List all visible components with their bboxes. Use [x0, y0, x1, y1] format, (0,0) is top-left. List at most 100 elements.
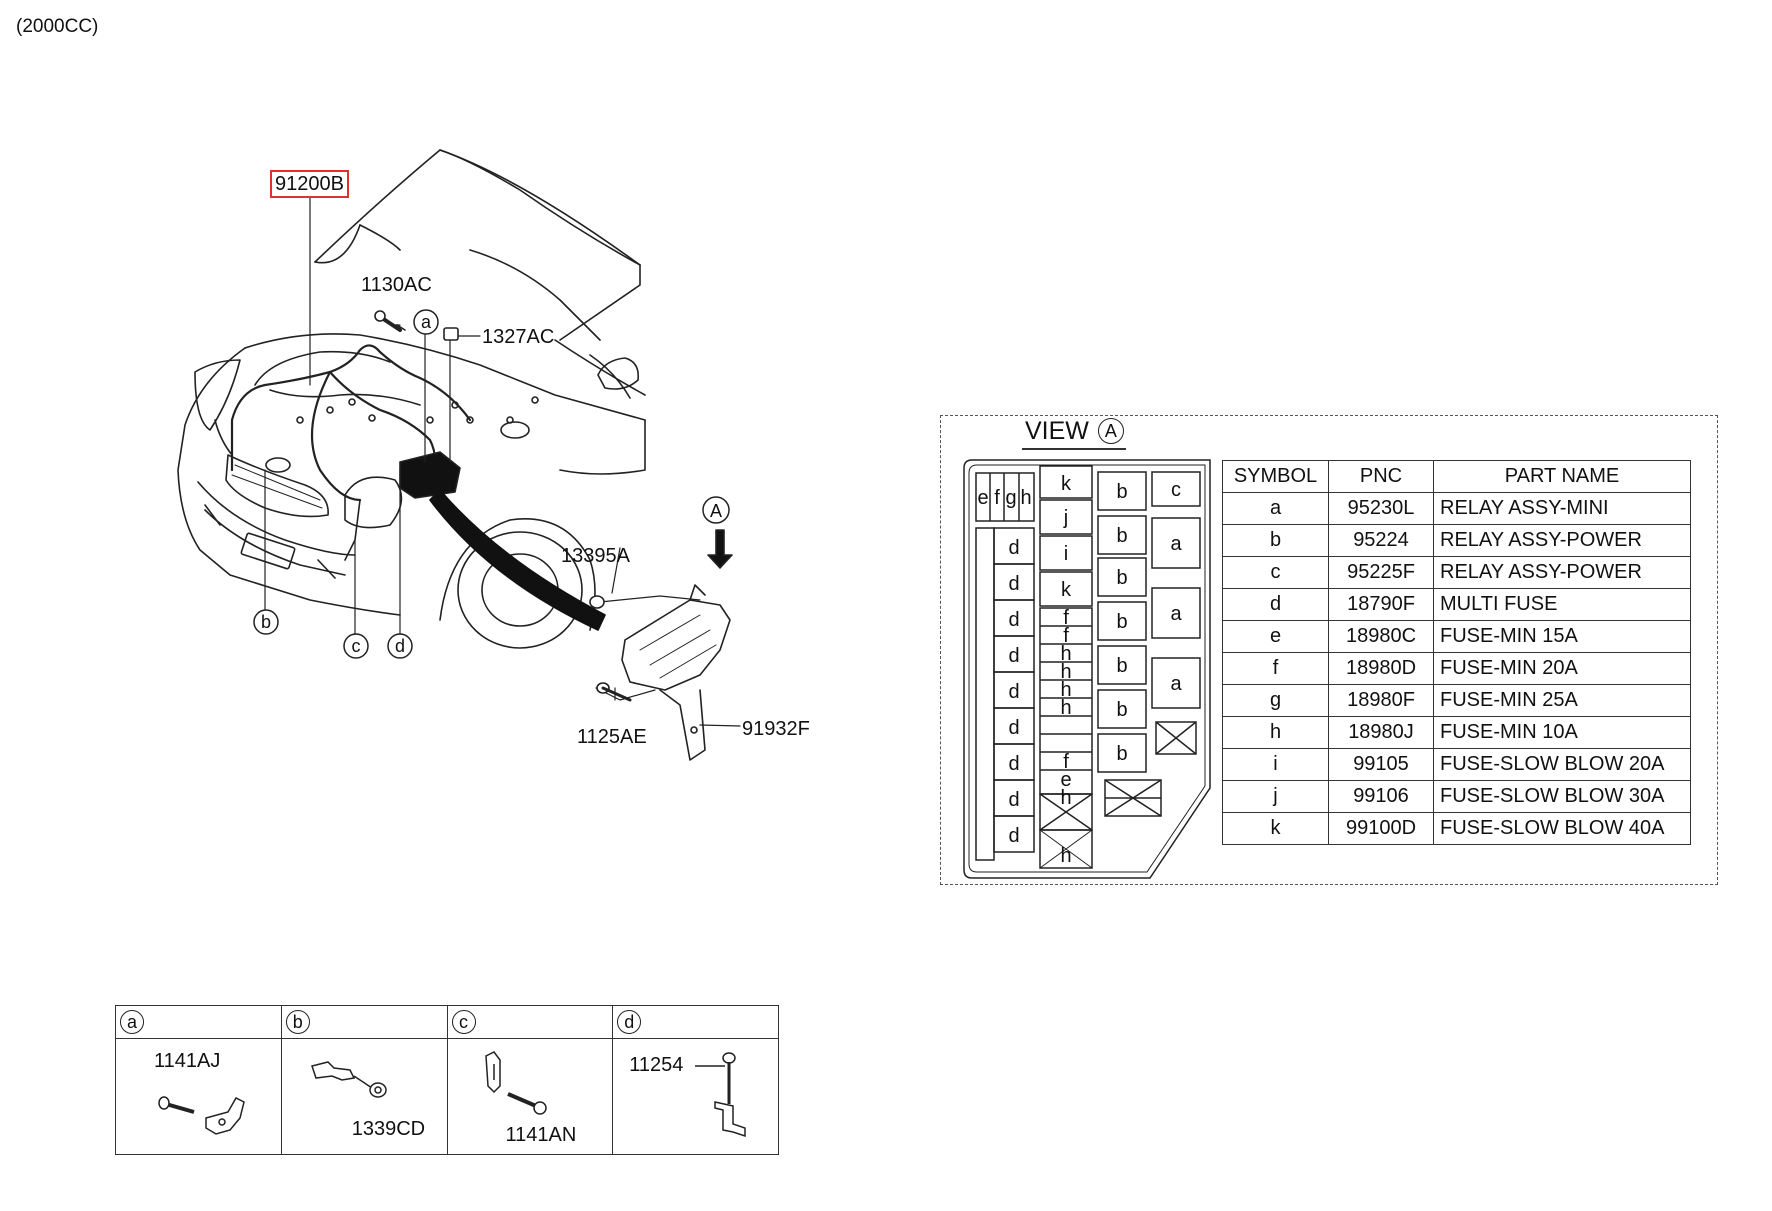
cell-symbol: c: [1222, 556, 1329, 589]
detail-cell-c: c 1141AN: [447, 1006, 614, 1154]
parts-table-header: SYMBOL PNC PART NAME: [1222, 460, 1691, 493]
detail-cell-a: a 1141AJ: [116, 1006, 282, 1154]
cell-pnc[interactable]: 95224: [1328, 524, 1434, 557]
detail-cell-d: d 11254: [613, 1006, 778, 1154]
fuse-top-e: e: [977, 487, 988, 509]
fuse-top-h: h: [1020, 487, 1031, 509]
engine-spec-label: (2000CC): [16, 16, 99, 37]
marker-view-a-circle: [702, 496, 730, 524]
cell-symbol: i: [1222, 748, 1329, 781]
cell-pnc[interactable]: 18790F: [1328, 588, 1434, 621]
engine-bay-wiring-illustration: a b c d A: [177, 149, 741, 761]
fuse-f-2: f: [1063, 625, 1069, 647]
fuse-j: j: [1063, 507, 1068, 529]
detail-part-a[interactable]: 1141AJ: [154, 1050, 221, 1072]
cell-pnc[interactable]: 99106: [1328, 780, 1434, 813]
fuse-h-1: h: [1060, 643, 1071, 665]
clip-grommet-icon: [310, 1061, 387, 1098]
relay-b-1: b: [1116, 481, 1127, 503]
view-marker: A: [1097, 418, 1124, 444]
header-part-name: PART NAME: [1433, 460, 1691, 493]
callout-91932F: 91932F: [742, 718, 810, 740]
fuse-f-1: f: [1063, 607, 1069, 629]
relay-b-4: b: [1116, 611, 1127, 633]
fuse-d-2: d: [1008, 573, 1019, 595]
relay-b-5: b: [1116, 655, 1127, 677]
cell-part-name: FUSE-MIN 15A: [1433, 620, 1691, 653]
cell-pnc[interactable]: 95230L: [1328, 492, 1434, 525]
detail-grid: a 1141AJ b 1339CD c: [115, 1005, 779, 1155]
detail-marker-c: c: [451, 1010, 476, 1034]
callout-1125AE: 1125AE: [577, 726, 647, 748]
header-pnc: PNC: [1328, 460, 1434, 493]
cell-pnc[interactable]: 99100D: [1328, 812, 1434, 845]
relay-b-2: b: [1116, 525, 1127, 547]
relay-b-3: b: [1116, 567, 1127, 589]
view-title-text: VIEW: [1025, 417, 1089, 445]
header-symbol: SYMBOL: [1222, 460, 1329, 493]
fuse-f-3: f: [1063, 751, 1069, 773]
fuse-d-8: d: [1008, 789, 1019, 811]
cell-symbol: g: [1222, 684, 1329, 717]
cell-part-name: FUSE-MIN 25A: [1433, 684, 1691, 717]
fuse-d-3: d: [1008, 609, 1019, 631]
detail-cell-b: b 1339CD: [281, 1006, 448, 1154]
marker-b-circle: [253, 609, 279, 635]
detail-marker-a: a: [120, 1010, 144, 1034]
fuse-top-f: f: [994, 487, 1000, 509]
fuse-h-2: h: [1060, 661, 1071, 683]
marker-a-circle: [413, 309, 439, 335]
detail-marker-d: d: [617, 1010, 642, 1034]
fuse-d-4: d: [1008, 645, 1019, 667]
cell-part-name: FUSE-SLOW BLOW 20A: [1433, 748, 1691, 781]
cell-symbol: e: [1222, 620, 1329, 653]
bracket-screw-icon: [484, 1051, 547, 1115]
detail-head-d: d: [613, 1006, 778, 1039]
fuse-h-4: h: [1060, 697, 1071, 719]
fuse-h-3: h: [1060, 679, 1071, 701]
cell-pnc[interactable]: 18980D: [1328, 652, 1434, 685]
cell-symbol: f: [1222, 652, 1329, 685]
cell-symbol: a: [1222, 492, 1329, 525]
cell-part-name: MULTI FUSE: [1433, 588, 1691, 621]
highlighted-part-number[interactable]: 91200B: [270, 170, 349, 198]
cell-pnc[interactable]: 18980F: [1328, 684, 1434, 717]
relay-a-2: a: [1170, 603, 1182, 625]
relay-b-7: b: [1116, 743, 1127, 765]
cell-part-name: RELAY ASSY-POWER: [1433, 524, 1691, 557]
hood-top-edge: [314, 149, 641, 266]
fuse-d-7: d: [1008, 753, 1019, 775]
marker-a-label: a: [421, 312, 432, 332]
detail-part-c[interactable]: 1141AN: [505, 1124, 577, 1146]
cell-symbol: j: [1222, 780, 1329, 813]
callout-1327AC: 1327AC: [482, 326, 555, 348]
marker-d-label: d: [395, 636, 405, 656]
marker-view-a-label: A: [710, 501, 722, 521]
relay-a-1: a: [1170, 533, 1182, 555]
marker-d-circle: [387, 633, 413, 659]
bracket-bolt-icon: [158, 1096, 245, 1135]
relay-b-6: b: [1116, 699, 1127, 721]
cell-part-name: FUSE-MIN 10A: [1433, 716, 1691, 749]
fuse-box-layout: e f g h d d d d d d d d d k j i k f f h …: [963, 459, 1211, 879]
cell-pnc[interactable]: 95225F: [1328, 556, 1434, 589]
cell-pnc[interactable]: 18980J: [1328, 716, 1434, 749]
cell-pnc[interactable]: 18980C: [1328, 620, 1434, 653]
detail-part-d[interactable]: 11254: [629, 1054, 684, 1076]
cell-pnc[interactable]: 99105: [1328, 748, 1434, 781]
detail-head-a: a: [116, 1006, 281, 1039]
fuse-k-2: k: [1061, 579, 1072, 601]
callout-13395A: 13395A: [561, 545, 630, 567]
detail-part-b[interactable]: 1339CD: [351, 1118, 426, 1140]
view-a-panel: [940, 415, 1718, 885]
fuse-h-6: h: [1060, 845, 1071, 867]
